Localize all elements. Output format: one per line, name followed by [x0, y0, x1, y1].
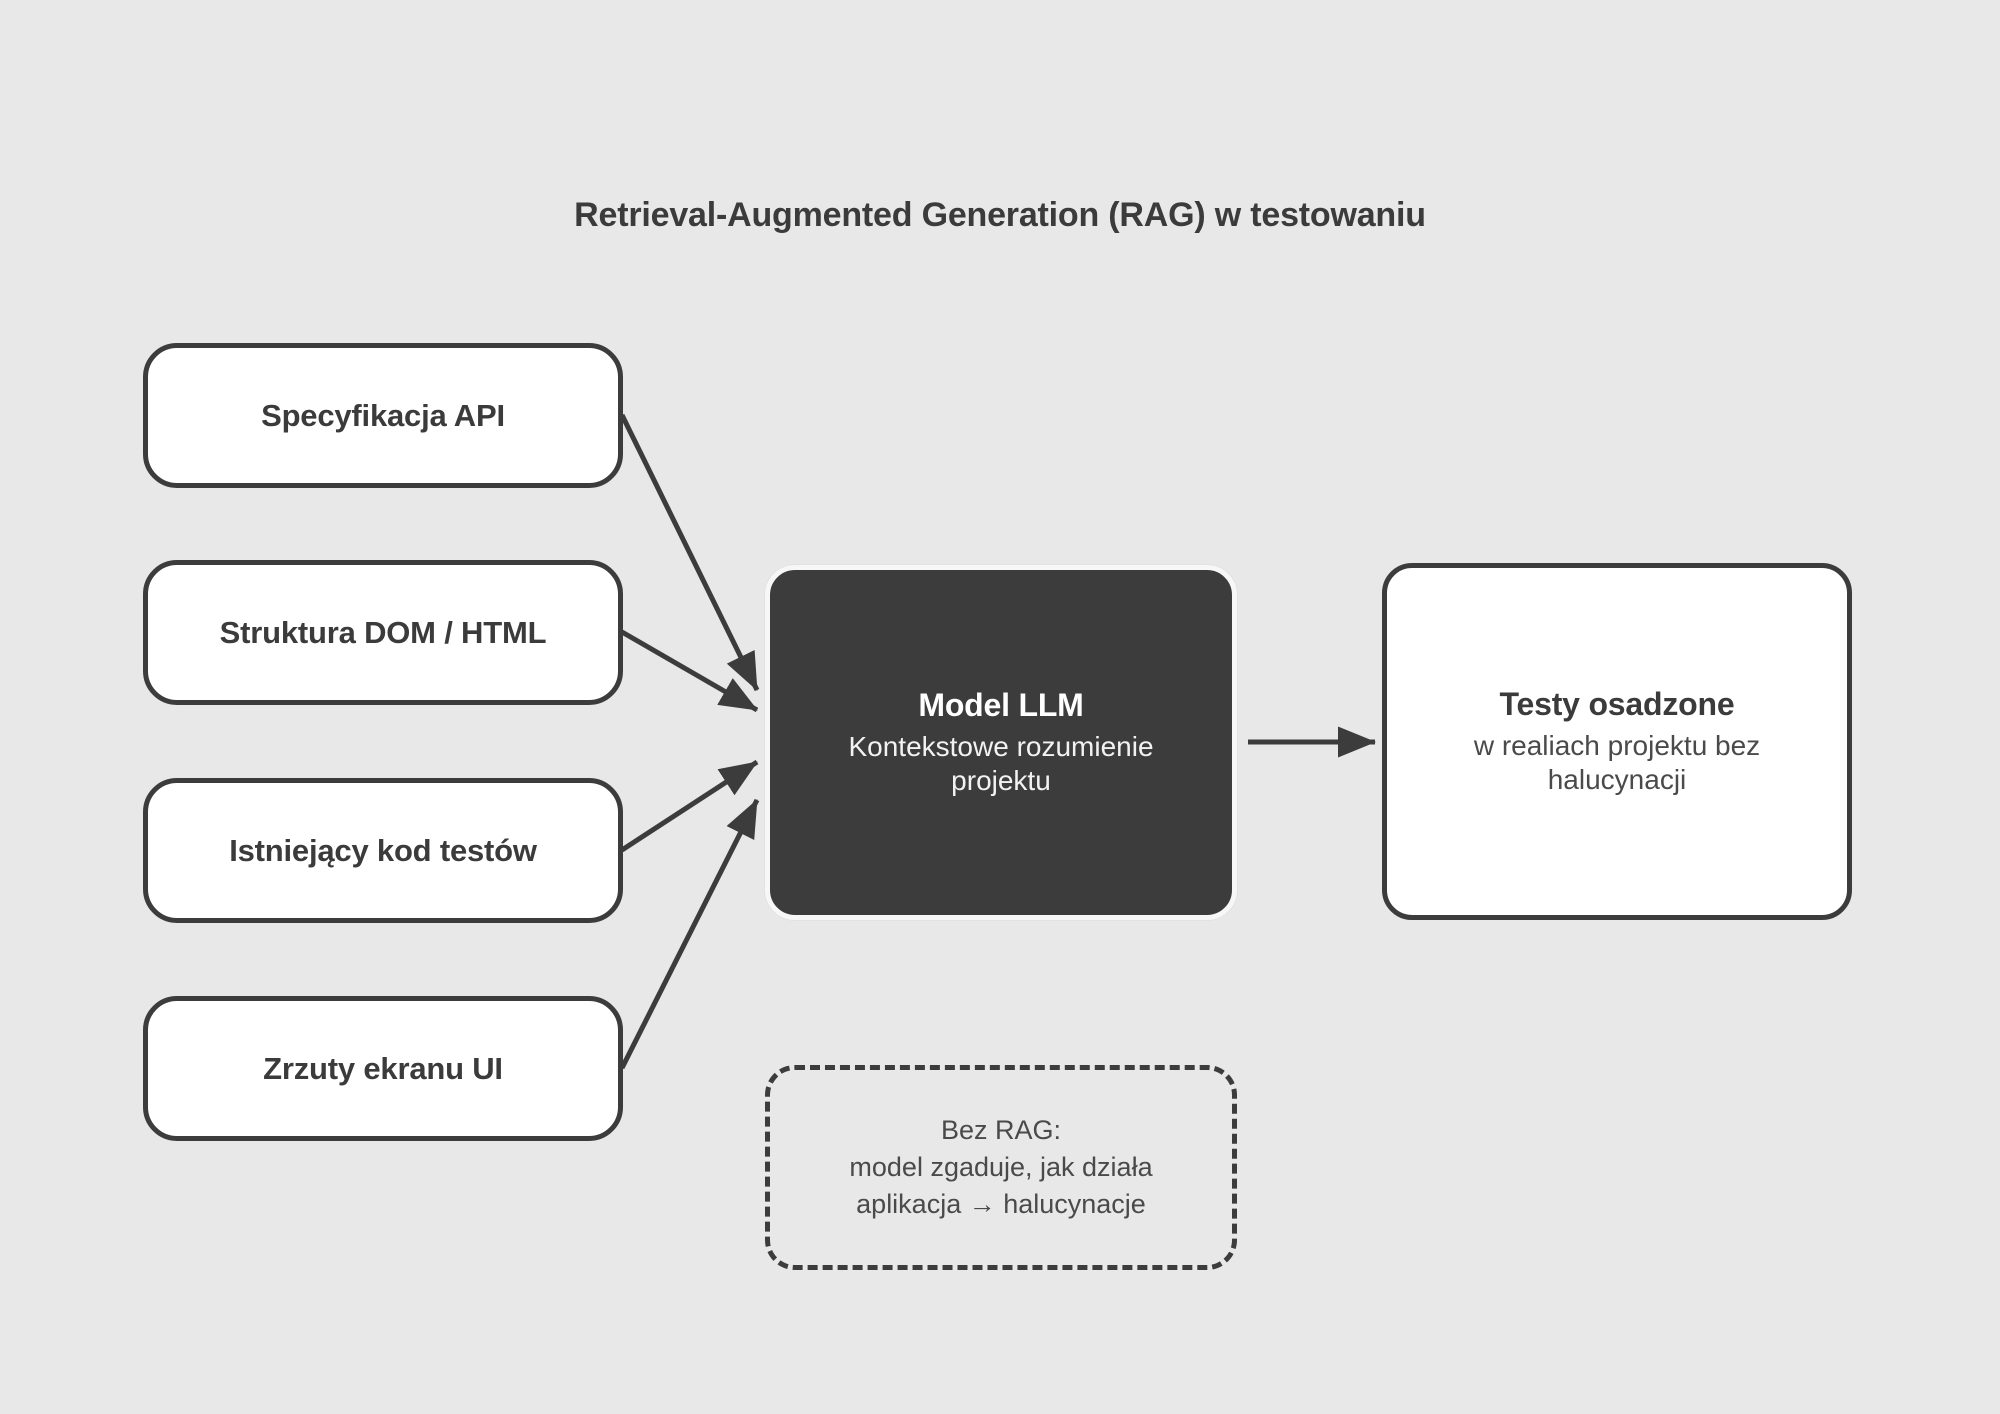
arrow-dom-to-llm — [620, 629, 759, 713]
node-source-dom-html[interactable]: Struktura DOM / HTML — [143, 560, 623, 705]
node-source-existing-tests[interactable]: Istniejący kod testów — [143, 778, 623, 923]
node-core-title: Model LLM — [918, 686, 1084, 723]
node-label: Istniejący kod testów — [229, 832, 537, 868]
node-core-llm[interactable]: Model LLM Kontekstowe rozumienie projekt… — [765, 565, 1237, 920]
node-note-line1: Bez RAG: — [940, 1114, 1062, 1145]
page-title: Retrieval-Augmented Generation (RAG) w t… — [574, 196, 1426, 234]
node-note-text: Bez RAG: model zgaduje, jak działa aplik… — [849, 1112, 1152, 1224]
node-label: Zrzuty ekranu UI — [263, 1050, 503, 1086]
arrow-tests-to-llm — [620, 759, 759, 853]
node-label: Struktura DOM / HTML — [219, 614, 547, 650]
node-note-line2: model zgaduje, jak działa — [849, 1151, 1153, 1182]
node-core-subtitle: Kontekstowe rozumienie projektu — [848, 730, 1153, 798]
node-output-subtitle-line1: w realiach projektu bez — [1473, 729, 1761, 761]
node-source-ui-screenshots[interactable]: Zrzuty ekranu UI — [143, 996, 623, 1141]
node-note-line3: aplikacja → halucynacje — [856, 1189, 1146, 1220]
node-output-subtitle: w realiach projektu bez halucynacji — [1474, 729, 1760, 797]
node-core-subtitle-line2: projektu — [951, 765, 1051, 796]
node-note-without-rag: Bez RAG: model zgaduje, jak działa aplik… — [765, 1065, 1237, 1270]
node-core-subtitle-line1: Kontekstowe rozumienie — [848, 730, 1154, 762]
node-output-tests[interactable]: Testy osadzone w realiach projektu bez h… — [1382, 563, 1852, 920]
node-label: Specyfikacja API — [261, 397, 505, 433]
arrow-api-to-llm — [619, 413, 760, 692]
arrow-screenshots-to-llm — [619, 798, 760, 1070]
node-output-subtitle-line2: halucynacji — [1547, 764, 1687, 795]
node-source-api[interactable]: Specyfikacja API — [143, 343, 623, 488]
node-output-title: Testy osadzone — [1499, 685, 1735, 722]
